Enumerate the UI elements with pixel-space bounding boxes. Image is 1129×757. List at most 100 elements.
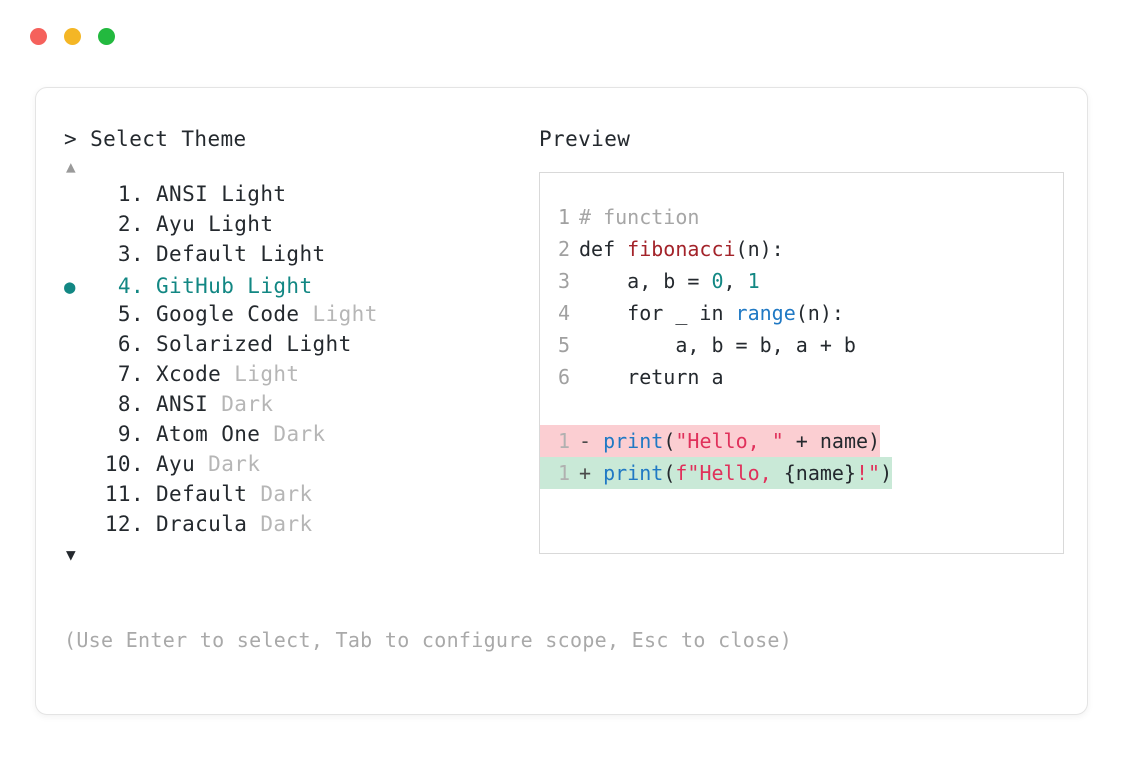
- theme-list-item[interactable]: 10. Ayu Dark: [64, 452, 534, 482]
- code-token: ,: [723, 269, 748, 293]
- code-line-content: # function: [579, 201, 699, 233]
- theme-item-name: Xcode Light: [156, 362, 300, 386]
- keyboard-hint-text: (Use Enter to select, Tab to configure s…: [64, 628, 793, 652]
- theme-list-item[interactable]: 5. Google Code Light: [64, 302, 534, 332]
- theme-list-item[interactable]: 1. ANSI Light: [64, 182, 534, 212]
- code-token: 1: [747, 269, 760, 293]
- code-token: a, b =: [579, 269, 712, 293]
- scroll-down-icon[interactable]: ▼: [66, 545, 76, 564]
- code-token: (: [663, 429, 676, 453]
- theme-item-index: 12.: [104, 512, 144, 536]
- line-number: 1: [557, 429, 570, 453]
- diff-line-minus: 1- print("Hello, " + name): [540, 425, 1063, 457]
- theme-list-item[interactable]: 3. Default Light: [64, 242, 534, 272]
- theme-list-item[interactable]: 8. ANSI Dark: [64, 392, 534, 422]
- code-token: ): [880, 461, 893, 485]
- line-number: 5: [557, 333, 570, 357]
- diff-sign: +: [579, 461, 604, 485]
- theme-item-name: Google Code Light: [156, 302, 378, 326]
- code-line-content: for _ in range(n):: [579, 297, 844, 329]
- line-number: 4: [557, 301, 570, 325]
- theme-item-variant-label: Dark: [208, 392, 274, 416]
- code-line-content: return a: [579, 361, 724, 393]
- code-token: f"Hello,: [675, 461, 784, 485]
- diff-line-plus: 1+ print(f"Hello, {name}!"): [540, 457, 1063, 489]
- maximize-window-button[interactable]: [98, 28, 115, 45]
- theme-item-name: Dracula Dark: [156, 512, 313, 536]
- theme-item-index: 7.: [117, 362, 144, 386]
- code-line: 1# function: [540, 201, 1063, 233]
- theme-item-index: 8.: [117, 392, 144, 416]
- code-token: fibonacci: [627, 237, 736, 261]
- code-token: (n):: [735, 237, 784, 261]
- preview-label: Preview: [539, 127, 631, 151]
- theme-item-index: 6.: [117, 332, 144, 356]
- theme-item-index: 9.: [117, 422, 144, 446]
- line-number: 2: [557, 237, 570, 261]
- line-number: 6: [557, 365, 570, 389]
- theme-item-name: ANSI Light: [156, 182, 287, 206]
- theme-item-name: Solarized Light: [156, 332, 352, 356]
- code-token: for _ in: [579, 301, 736, 325]
- code-token: (n):: [795, 301, 844, 325]
- theme-list-item[interactable]: 2. Ayu Light: [64, 212, 534, 242]
- theme-item-index: 4.: [117, 274, 144, 298]
- window-traffic-lights: [30, 28, 115, 45]
- code-token: (: [663, 461, 676, 485]
- diff-line-content: print(f"Hello, {name}!"): [603, 457, 892, 489]
- theme-item-name: Ayu Light: [156, 212, 274, 236]
- theme-item-variant-label: Dark: [195, 452, 261, 476]
- close-window-button[interactable]: [30, 28, 47, 45]
- code-line: 4 for _ in range(n):: [540, 297, 1063, 329]
- theme-item-variant-label: Dark: [247, 512, 313, 536]
- theme-list-item[interactable]: 6. Solarized Light: [64, 332, 534, 362]
- diff-sign: -: [579, 429, 604, 453]
- theme-item-index: 5.: [117, 302, 144, 326]
- theme-item-index: 11.: [104, 482, 144, 506]
- code-line-content: a, b = 0, 1: [579, 265, 760, 297]
- code-token: def: [579, 237, 628, 261]
- theme-list-item[interactable]: 11. Default Dark: [64, 482, 534, 512]
- theme-list-item[interactable]: 12. Dracula Dark: [64, 512, 534, 542]
- code-token: !": [855, 461, 881, 485]
- code-line-content: a, b = b, a + b: [579, 329, 856, 361]
- theme-item-index: 1.: [117, 182, 144, 206]
- theme-item-name: Atom One Dark: [156, 422, 326, 446]
- theme-item-name: Default Light: [156, 242, 326, 266]
- code-token: {name}: [783, 461, 856, 485]
- code-token: range: [735, 301, 796, 325]
- theme-item-index: 2.: [117, 212, 144, 236]
- theme-item-index: 10.: [104, 452, 144, 476]
- code-line: 6 return a: [540, 361, 1063, 393]
- code-token: "Hello, ": [675, 429, 784, 453]
- diff-line-content: print("Hello, " + name): [603, 425, 880, 457]
- code-token: print: [603, 461, 664, 485]
- theme-item-index: 3.: [117, 242, 144, 266]
- minimize-window-button[interactable]: [64, 28, 81, 45]
- theme-item-name: Ayu Dark: [156, 452, 261, 476]
- diff-line-highlight: 1- print("Hello, " + name): [540, 425, 881, 457]
- code-line: 2 def fibonacci(n):: [540, 233, 1063, 265]
- theme-item-name: GitHub Light: [156, 274, 313, 298]
- code-line: 5 a, b = b, a + b: [540, 329, 1063, 361]
- code-token: + name): [783, 429, 881, 453]
- theme-item-variant-label: Light: [221, 362, 300, 386]
- code-line-content: def fibonacci(n):: [579, 233, 784, 265]
- theme-list-item[interactable]: 7. Xcode Light: [64, 362, 534, 392]
- scroll-up-icon[interactable]: ▲: [66, 157, 76, 176]
- code-token: # function: [579, 205, 700, 229]
- selection-bullet-icon: ●: [64, 276, 76, 298]
- theme-item-name: ANSI Dark: [156, 392, 274, 416]
- theme-list-item[interactable]: ● 4. GitHub Light: [64, 272, 534, 302]
- line-number: 3: [557, 269, 570, 293]
- code-token: return a: [579, 365, 724, 389]
- code-token: a, b = b, a + b: [579, 333, 856, 357]
- theme-item-name: Default Dark: [156, 482, 313, 506]
- code-line: 3 a, b = 0, 1: [540, 265, 1063, 297]
- theme-list-item[interactable]: 9. Atom One Dark: [64, 422, 534, 452]
